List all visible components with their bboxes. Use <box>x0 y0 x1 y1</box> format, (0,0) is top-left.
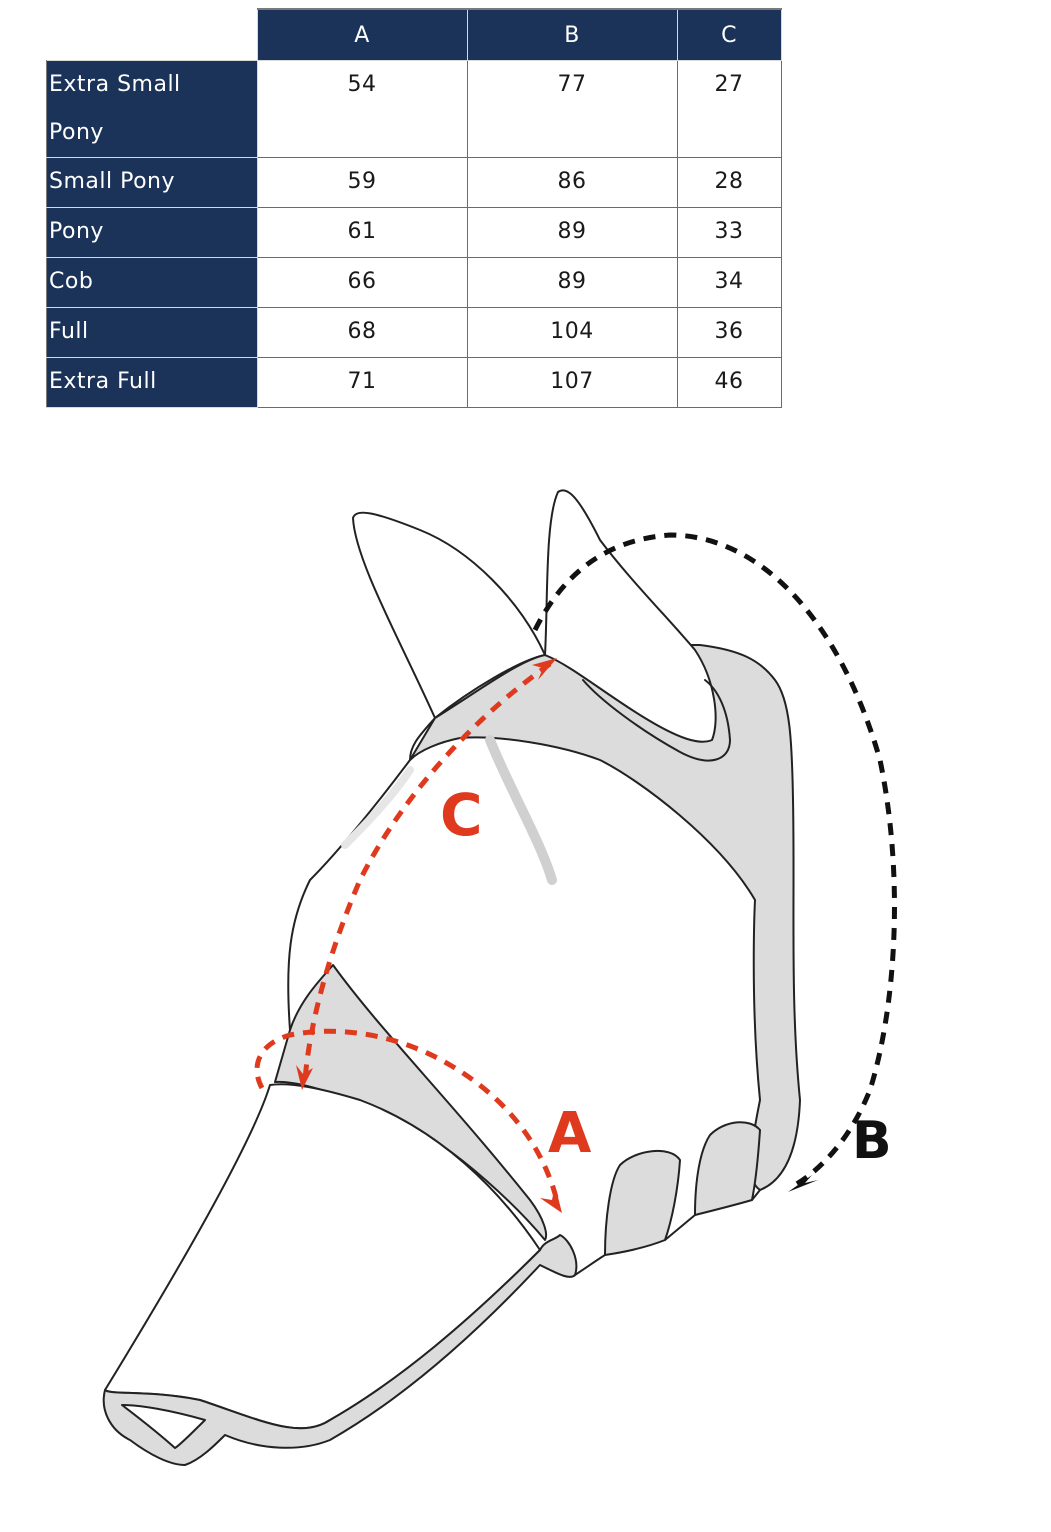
measurement-c-arrowhead-top <box>532 658 557 680</box>
cell-a: 68 <box>256 307 468 358</box>
ear-opening-outline <box>582 679 731 762</box>
cell-b: 86 <box>466 157 678 208</box>
cell-b: 107 <box>466 357 678 408</box>
table-row: Full 68 104 36 <box>46 307 782 358</box>
measurement-c <box>302 661 552 1081</box>
measurement-c-arrowhead-bottom <box>296 1065 313 1090</box>
chin-tab-2 <box>694 1121 761 1216</box>
chin-tab-1 <box>604 1149 681 1256</box>
measurement-b-label: B <box>852 1111 892 1171</box>
column-header-b: B <box>466 8 678 61</box>
measurement-b-arc <box>532 532 897 1188</box>
row-label-line-2: Pony <box>49 120 104 145</box>
row-label-extra-full: Extra Full <box>46 357 258 408</box>
jaw-line <box>574 1189 761 1276</box>
measurement-a-label: A <box>548 1101 592 1166</box>
measurement-c-label: C <box>440 781 483 849</box>
measurement-b-arrowhead <box>788 1175 818 1192</box>
cell-a: 66 <box>256 257 468 308</box>
row-label-full: Full <box>46 307 258 358</box>
cell-a: 71 <box>256 357 468 408</box>
forelock-shadow <box>485 735 557 885</box>
cell-b: 104 <box>466 307 678 358</box>
cell-c: 36 <box>676 307 782 358</box>
empty-corner-cell <box>46 9 257 61</box>
measurement-a-arrowhead <box>540 1185 562 1213</box>
cell-b: 89 <box>466 257 678 308</box>
row-label-line-1: Extra Small <box>49 72 181 97</box>
measurement-b <box>532 532 897 1188</box>
row-label-pony: Pony <box>46 207 258 258</box>
measurement-a-arc <box>254 1028 561 1206</box>
cell-c: 33 <box>676 207 782 258</box>
cell-b: 89 <box>466 207 678 258</box>
table-row: Extra Small Pony 54 77 27 <box>46 60 782 158</box>
row-label-extra-small-pony: Extra Small Pony <box>46 60 258 158</box>
cell-c: 34 <box>676 257 782 308</box>
cell-c: 28 <box>676 157 782 208</box>
header-row: A B C <box>46 8 782 61</box>
table-row: Cob 66 89 34 <box>46 257 782 308</box>
muzzle-rim-inner <box>121 1404 206 1449</box>
cell-c: 27 <box>676 60 782 158</box>
size-chart-table: A B C Extra Small Pony 54 77 27 Small Po… <box>46 8 782 408</box>
row-label-small-pony: Small Pony <box>46 157 258 208</box>
mask-browband <box>409 644 801 1191</box>
fly-mask-measurement-diagram: B C A <box>102 489 897 1466</box>
measurement-c-arc <box>302 661 552 1081</box>
right-ear-outline <box>544 489 717 743</box>
cell-a: 61 <box>256 207 468 258</box>
table-row: Pony 61 89 33 <box>46 207 782 258</box>
cell-b: 77 <box>466 60 678 158</box>
head-outline <box>287 717 436 1031</box>
measurement-a <box>254 1028 561 1206</box>
cell-a: 54 <box>256 60 468 158</box>
forelock-shadow-2 <box>341 766 414 849</box>
cell-c: 46 <box>676 357 782 408</box>
column-header-c: C <box>676 8 782 61</box>
table-row: Extra Full 71 107 46 <box>46 357 782 408</box>
row-label-cob: Cob <box>46 257 258 308</box>
cell-a: 59 <box>256 157 468 208</box>
column-header-a: A <box>256 8 468 61</box>
muzzle-rim <box>102 1234 578 1466</box>
table-row: Small Pony 59 86 28 <box>46 157 782 208</box>
